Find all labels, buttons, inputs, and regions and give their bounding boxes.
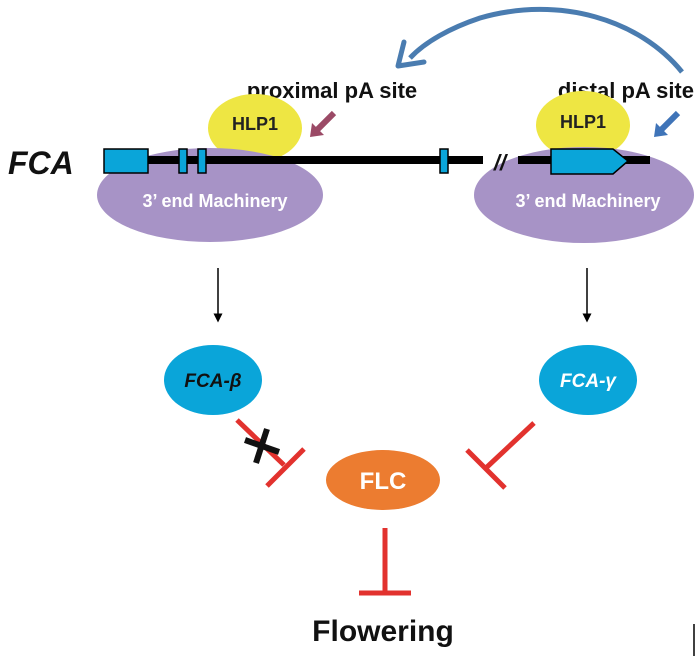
exon-4 [439, 148, 449, 174]
flc-inhibits-flowering [359, 528, 411, 596]
flowering-label: Flowering [312, 615, 454, 648]
switch-arrow [408, 6, 684, 74]
switch-arrowhead [395, 39, 427, 69]
exon-1 [103, 148, 149, 174]
fca-beta-label: FCA-β [184, 371, 241, 392]
flc-label: FLC [360, 468, 407, 495]
machinery-right [474, 147, 694, 243]
machinery-right-label: 3’ end Machinery [515, 191, 660, 211]
proximal-arrow [313, 110, 337, 134]
fca-gamma-node [539, 345, 637, 415]
fca-gamma-label: FCA-γ [560, 371, 617, 392]
hlp1-left-label: HLP1 [232, 114, 278, 134]
exon-2 [178, 148, 188, 174]
break-mark: // [493, 150, 509, 175]
proximal-arrowhead [310, 123, 324, 137]
machinery-left [97, 148, 323, 242]
gamma-inhibits-flc [465, 421, 536, 490]
blocked-x-icon [244, 428, 280, 464]
intron-line-left [145, 156, 483, 164]
exon-3 [197, 148, 207, 174]
flc-node [326, 450, 440, 510]
hlp1-right-label: HLP1 [560, 112, 606, 132]
exon-last [550, 148, 630, 175]
hlp1-left [208, 94, 302, 162]
beta-inhibits-flc [235, 418, 306, 488]
fca-beta-node [164, 345, 262, 415]
distal-arrowhead [654, 123, 668, 137]
machinery-left-label: 3’ end Machinery [142, 191, 287, 211]
gene-label: FCA [8, 145, 74, 181]
distal-arrow [657, 110, 681, 134]
hlp1-right [536, 91, 630, 159]
